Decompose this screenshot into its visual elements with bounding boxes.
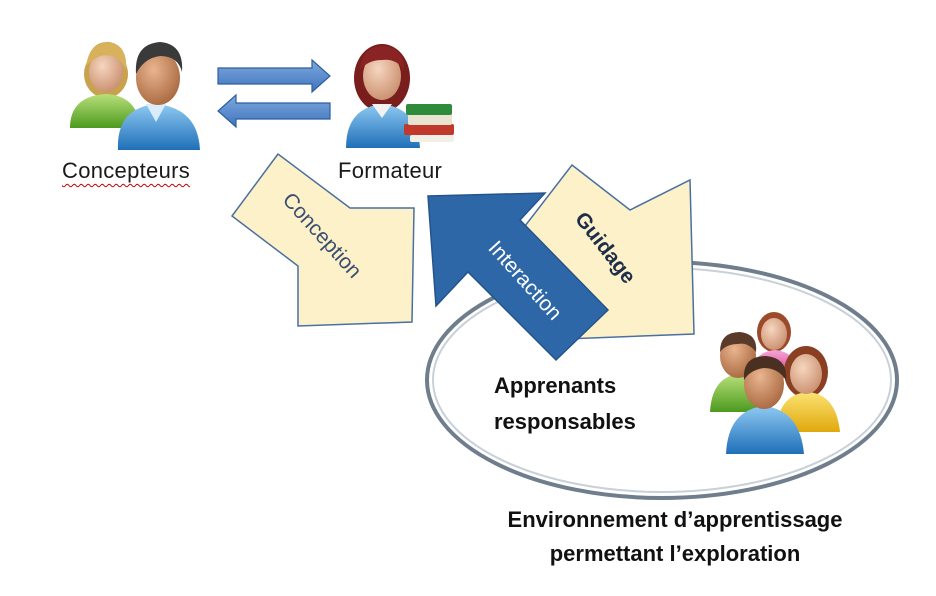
environment-caption-line1: Environnement d’apprentissage (507, 507, 843, 532)
learners-label: Apprenants responsables (494, 368, 636, 440)
concepteurs-icon (70, 41, 200, 150)
formateur-label: Formateur (338, 158, 443, 183)
to-concepteurs-arrow (217, 93, 331, 129)
concepteurs-label: Concepteurs (62, 158, 191, 183)
guidage-arrow: Guidage (506, 163, 695, 341)
learners-label-line1: Apprenants (494, 373, 617, 398)
environment-caption: Environnement d’apprentissage permettant… (470, 503, 880, 571)
learners-group-icon (710, 312, 840, 454)
environment-caption-line2: permettant l’exploration (549, 541, 801, 566)
formateur-icon (346, 44, 454, 148)
learners-label-line2: responsables (494, 409, 636, 434)
to-formateur-arrow (217, 58, 331, 94)
